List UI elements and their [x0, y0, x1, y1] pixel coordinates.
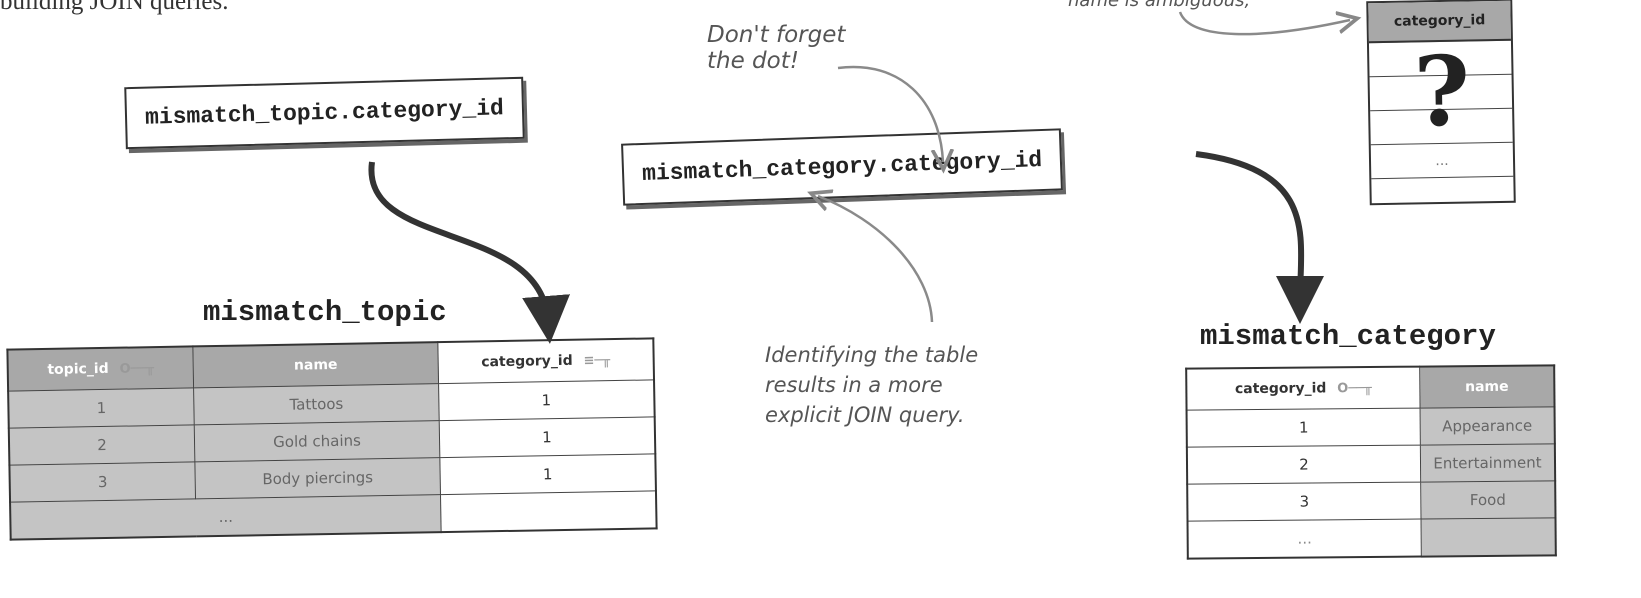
category-table-title: mismatch_category	[1200, 320, 1496, 353]
arrow-icon	[837, 65, 943, 162]
arrow-icon	[818, 196, 934, 323]
explicit-note-line-1: Identifying the table	[765, 343, 979, 367]
dot-note-line-1: Don't forget	[707, 22, 846, 48]
arrow-icon	[1178, 12, 1350, 36]
arrow-icon	[1195, 151, 1325, 324]
topic-table-title: mismatch_topic	[203, 296, 447, 329]
explicit-note: Identifying the table results in a more …	[765, 340, 978, 430]
explicit-note-line-2: results in a more	[765, 373, 943, 397]
ambiguous-note: name is ambiguous,	[1068, 0, 1251, 11]
dot-note-line-2: the dot!	[707, 48, 799, 74]
explicit-note-line-3: explicit JOIN query.	[765, 403, 965, 427]
intro-text: building JOIN queries.	[0, 0, 229, 15]
dot-note: Don't forget the dot!	[707, 22, 845, 74]
arrow-icon	[368, 161, 570, 344]
